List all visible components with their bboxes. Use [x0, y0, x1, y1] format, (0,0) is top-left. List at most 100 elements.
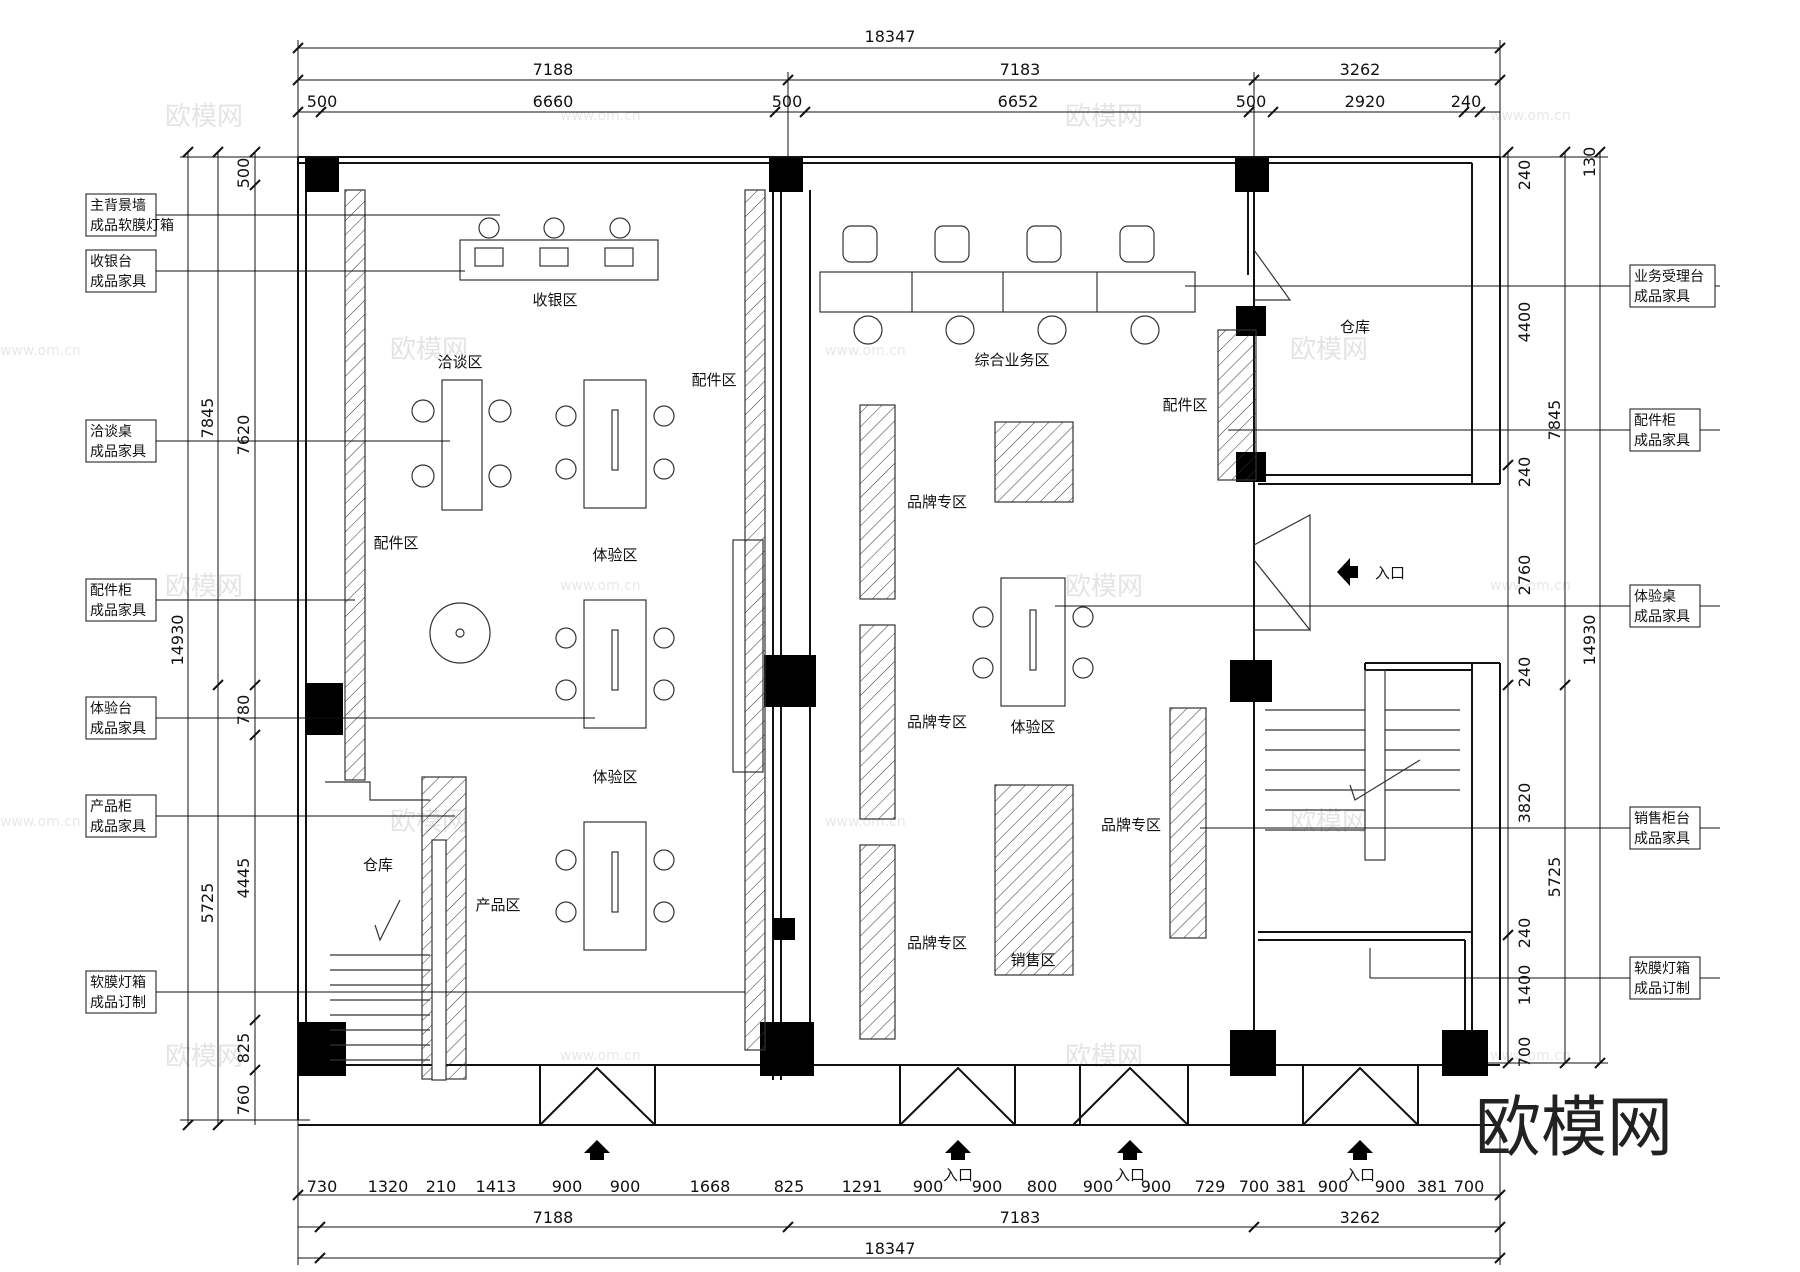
dim-right-fine: 2760 — [1515, 555, 1534, 596]
door-swing — [1253, 249, 1292, 301]
callout-title: 体验桌 — [1634, 589, 1676, 605]
callout: 洽谈桌 成品家具 — [85, 419, 157, 463]
brand-cabinet — [859, 844, 896, 1040]
brand-cabinet — [859, 404, 896, 600]
chair — [604, 247, 634, 267]
callout-title: 洽谈桌 — [90, 424, 132, 440]
brand-cabinet — [1169, 707, 1207, 939]
chair — [842, 225, 878, 263]
leader-lines — [155, 214, 1720, 993]
entrances: 入口 入口 入口 入口 — [584, 558, 1405, 1184]
stool — [653, 849, 675, 871]
dim-left-fine: 780 — [234, 695, 253, 726]
dim-bottom-fine: 381 — [1276, 1177, 1307, 1196]
dim-bottom-mid: 3262 — [1340, 1208, 1381, 1227]
dim-top-fine: 240 — [1451, 92, 1482, 111]
dim-right-fine: 3820 — [1515, 783, 1534, 824]
walls — [297, 156, 1501, 1126]
dim-bottom-total: 18347 — [865, 1239, 916, 1258]
experience-table — [1000, 577, 1066, 707]
dim-right-fine: 240 — [1515, 457, 1534, 488]
column — [305, 683, 343, 735]
accessory-cabinet-left — [344, 189, 366, 781]
staircase — [1265, 669, 1460, 861]
experience-table — [583, 821, 647, 951]
callout-title: 软膜灯箱 — [90, 975, 146, 991]
stool — [653, 458, 675, 480]
room-label-brand: 品牌专区 — [907, 493, 967, 511]
callout-subtitle: 成品订制 — [90, 995, 146, 1011]
stool — [653, 679, 675, 701]
callout: 主背景墙 成品软膜灯箱 — [85, 193, 174, 237]
stool — [653, 901, 675, 923]
stool — [555, 849, 577, 871]
stool — [555, 458, 577, 480]
stool — [411, 399, 435, 423]
room-label-product: 产品区 — [475, 896, 520, 914]
dim-bottom-fine: 900 — [972, 1177, 1003, 1196]
chair — [539, 247, 569, 267]
watermark-url: www.om.cn — [825, 343, 906, 359]
dim-bottom-mid: 7188 — [533, 1208, 574, 1227]
stool — [555, 901, 577, 923]
callout-subtitle: 成品家具 — [90, 720, 146, 737]
dim-right-fine: 4400 — [1515, 302, 1534, 343]
dim-bottom-fine: 900 — [1375, 1177, 1406, 1196]
entrance-arrow-icon — [945, 1140, 971, 1160]
entrance-label: 入口 — [1115, 1166, 1145, 1184]
chair — [474, 247, 504, 267]
callout-title: 体验台 — [90, 701, 132, 717]
stool — [609, 217, 631, 239]
dim-bottom-fine: 700 — [1239, 1177, 1270, 1196]
column — [298, 1022, 346, 1076]
service-counter — [819, 271, 1196, 313]
entrance-arrow-icon — [1347, 1140, 1373, 1160]
entrance-label: 入口 — [1345, 1166, 1375, 1184]
stool — [543, 217, 565, 239]
room-label-brand: 品牌专区 — [907, 713, 967, 731]
dim-top-fine: 6660 — [533, 92, 574, 111]
callout-subtitle: 成品家具 — [1634, 830, 1690, 847]
dim-bottom-fine: 900 — [913, 1177, 944, 1196]
callout-subtitle: 成品家具 — [1634, 288, 1690, 305]
callout-title: 配件柜 — [90, 583, 132, 599]
dim-left-total: 14930 — [168, 615, 187, 666]
staircase — [325, 781, 430, 1061]
stool — [555, 405, 577, 427]
watermark-url: www.om.cn — [560, 1048, 641, 1064]
dim-top-fine: 500 — [772, 92, 803, 111]
dim-top-fine: 2920 — [1345, 92, 1386, 111]
dim-bottom-fine: 825 — [774, 1177, 805, 1196]
accessory-cabinet-mid — [744, 189, 766, 1051]
door-swing — [1253, 513, 1311, 632]
room-label-brand: 品牌专区 — [1101, 816, 1161, 834]
dim-top-mid: 7188 — [533, 60, 574, 79]
dim-top-mid: 3262 — [1340, 60, 1381, 79]
dim-bottom-fine: 1291 — [842, 1177, 883, 1196]
dim-left-fine: 7620 — [234, 415, 253, 456]
callout: 体验桌 成品家具 — [1629, 584, 1701, 628]
callout: 收银台 成品家具 — [85, 249, 157, 293]
dim-top-total: 18347 — [865, 27, 916, 46]
callout-title: 产品柜 — [90, 799, 132, 815]
stool — [853, 315, 883, 345]
column — [1235, 158, 1269, 192]
dim-bottom-fine: 900 — [552, 1177, 583, 1196]
watermark-url: www.om.cn — [0, 343, 81, 359]
dim-top-fine: 500 — [307, 92, 338, 111]
dim-top-fine: 500 — [1236, 92, 1267, 111]
dimension-lines — [180, 40, 1608, 1265]
dim-bottom-fine: 800 — [1027, 1177, 1058, 1196]
callout: 软膜灯箱 成品订制 — [85, 970, 157, 1014]
stool — [972, 606, 994, 628]
room-label-negotiation: 洽谈区 — [437, 353, 482, 371]
watermark: 欧模网 — [390, 335, 468, 365]
stool — [1072, 606, 1094, 628]
chair — [1119, 225, 1155, 263]
column — [773, 918, 795, 940]
stool — [488, 399, 512, 423]
callout-subtitle: 成品家具 — [90, 273, 146, 290]
watermark-url: www.om.cn — [0, 814, 81, 830]
room-label-service: 综合业务区 — [974, 351, 1049, 369]
stool — [653, 405, 675, 427]
